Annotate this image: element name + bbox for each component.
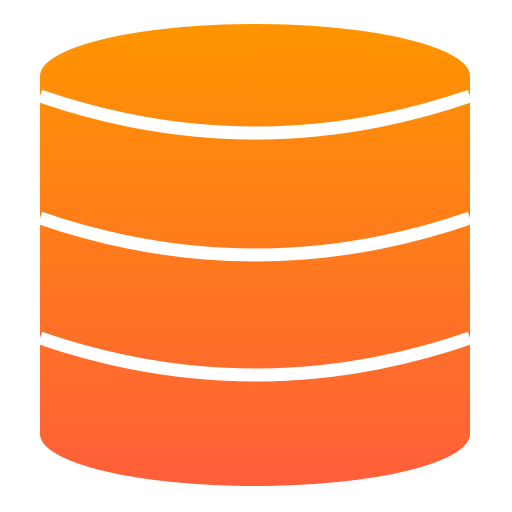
database-separator-2: [37, 211, 473, 262]
database-separator-3: [37, 331, 473, 382]
database-separator-1: [37, 89, 473, 140]
